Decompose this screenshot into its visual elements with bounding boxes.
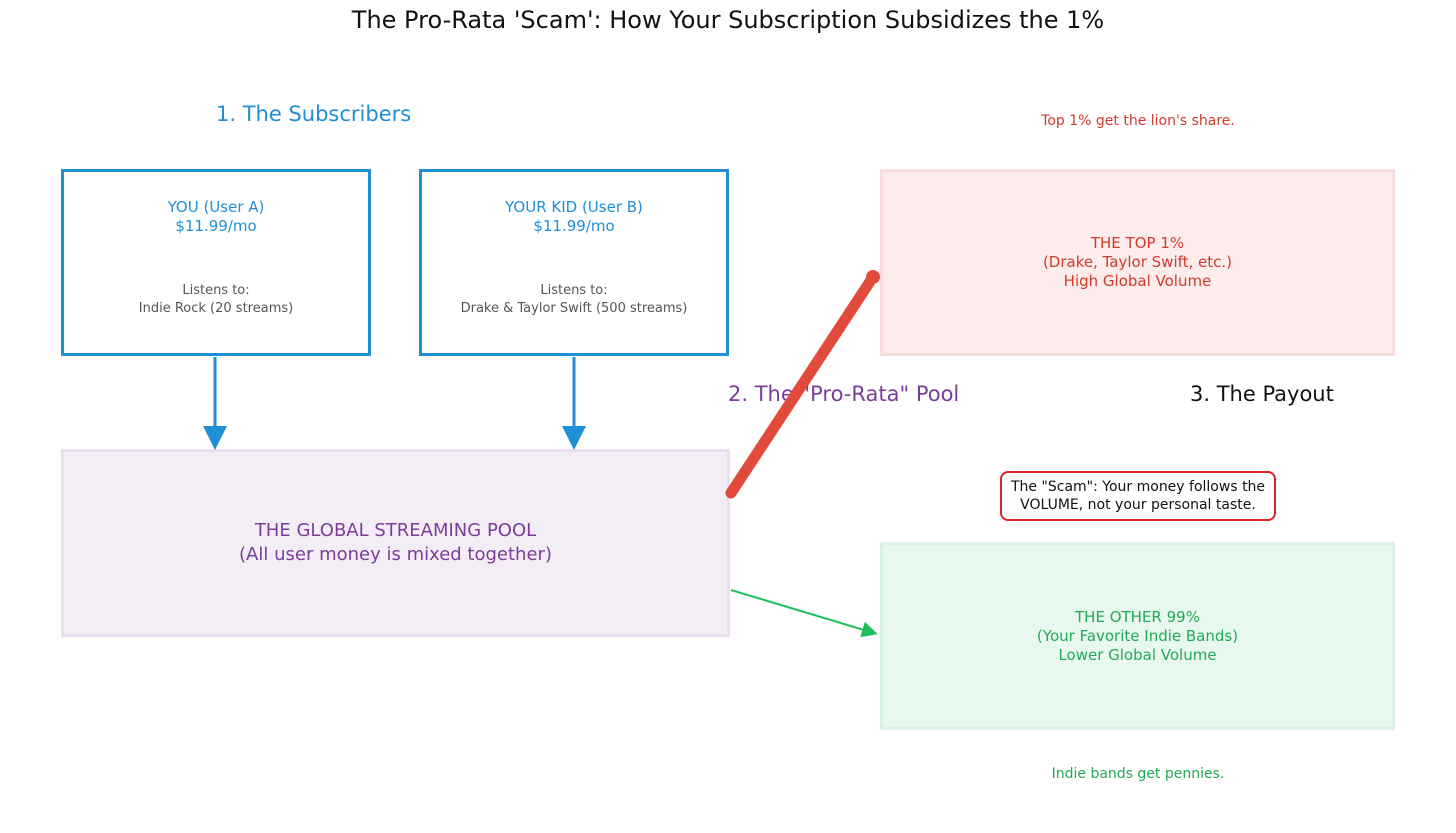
user-a-name: YOU (User A) [167,198,265,216]
top-note: Top 1% get the lion's share. [1041,113,1235,129]
user-b-price: $11.99/mo [533,217,615,235]
diagram-title: The Pro-Rata 'Scam': How Your Subscripti… [351,6,1105,34]
user-b-box: YOUR KID (User B) $11.99/mo Listens to: … [419,169,729,356]
arrow-pool-to-top-head [866,270,880,284]
user-a-listens: Indie Rock (20 streams) [138,301,294,316]
callout-line1: The "Scam": Your money follows the [1010,479,1266,495]
global-pool-box: THE GLOBAL STREAMING POOL (All user mone… [61,449,730,637]
user-a-price: $11.99/mo [175,217,257,235]
top-line3: High Global Volume [1063,272,1212,290]
user-a-listens-label: Listens to: [182,283,250,298]
top-line1: THE TOP 1% [1090,234,1185,252]
scam-callout: The "Scam": Your money follows the VOLUM… [1000,471,1276,521]
other-line1: THE OTHER 99% [1075,607,1200,626]
top-1-percent-box: THE TOP 1% (Drake, Taylor Swift, etc.) H… [880,169,1395,356]
other-line3: Lower Global Volume [1058,645,1217,664]
user-b-listens: Drake & Taylor Swift (500 streams) [460,301,688,316]
pool-line1: THE GLOBAL STREAMING POOL [254,520,537,541]
section-subscribers-heading: 1. The Subscribers [216,102,412,126]
pool-line2: (All user money is mixed together) [239,544,552,565]
callout-line2: VOLUME, not your personal taste. [1020,497,1256,513]
top-line2: (Drake, Taylor Swift, etc.) [1042,253,1233,271]
user-b-listens-label: Listens to: [540,283,608,298]
other-line2: (Your Favorite Indie Bands) [1036,626,1239,645]
section-pool-heading: 2. The "Pro-Rata" Pool [728,382,960,406]
other-note: Indie bands get pennies. [1051,766,1225,782]
arrow-pool-to-other [730,589,878,638]
user-b-name: YOUR KID (User B) [505,198,643,216]
section-payout-heading: 3. The Payout [1190,382,1334,406]
user-a-box: YOU (User A) $11.99/mo Listens to: Indie… [61,169,371,356]
arrow-pool-to-top [725,271,879,499]
other-99-percent-box: THE OTHER 99% (Your Favorite Indie Bands… [880,542,1395,730]
